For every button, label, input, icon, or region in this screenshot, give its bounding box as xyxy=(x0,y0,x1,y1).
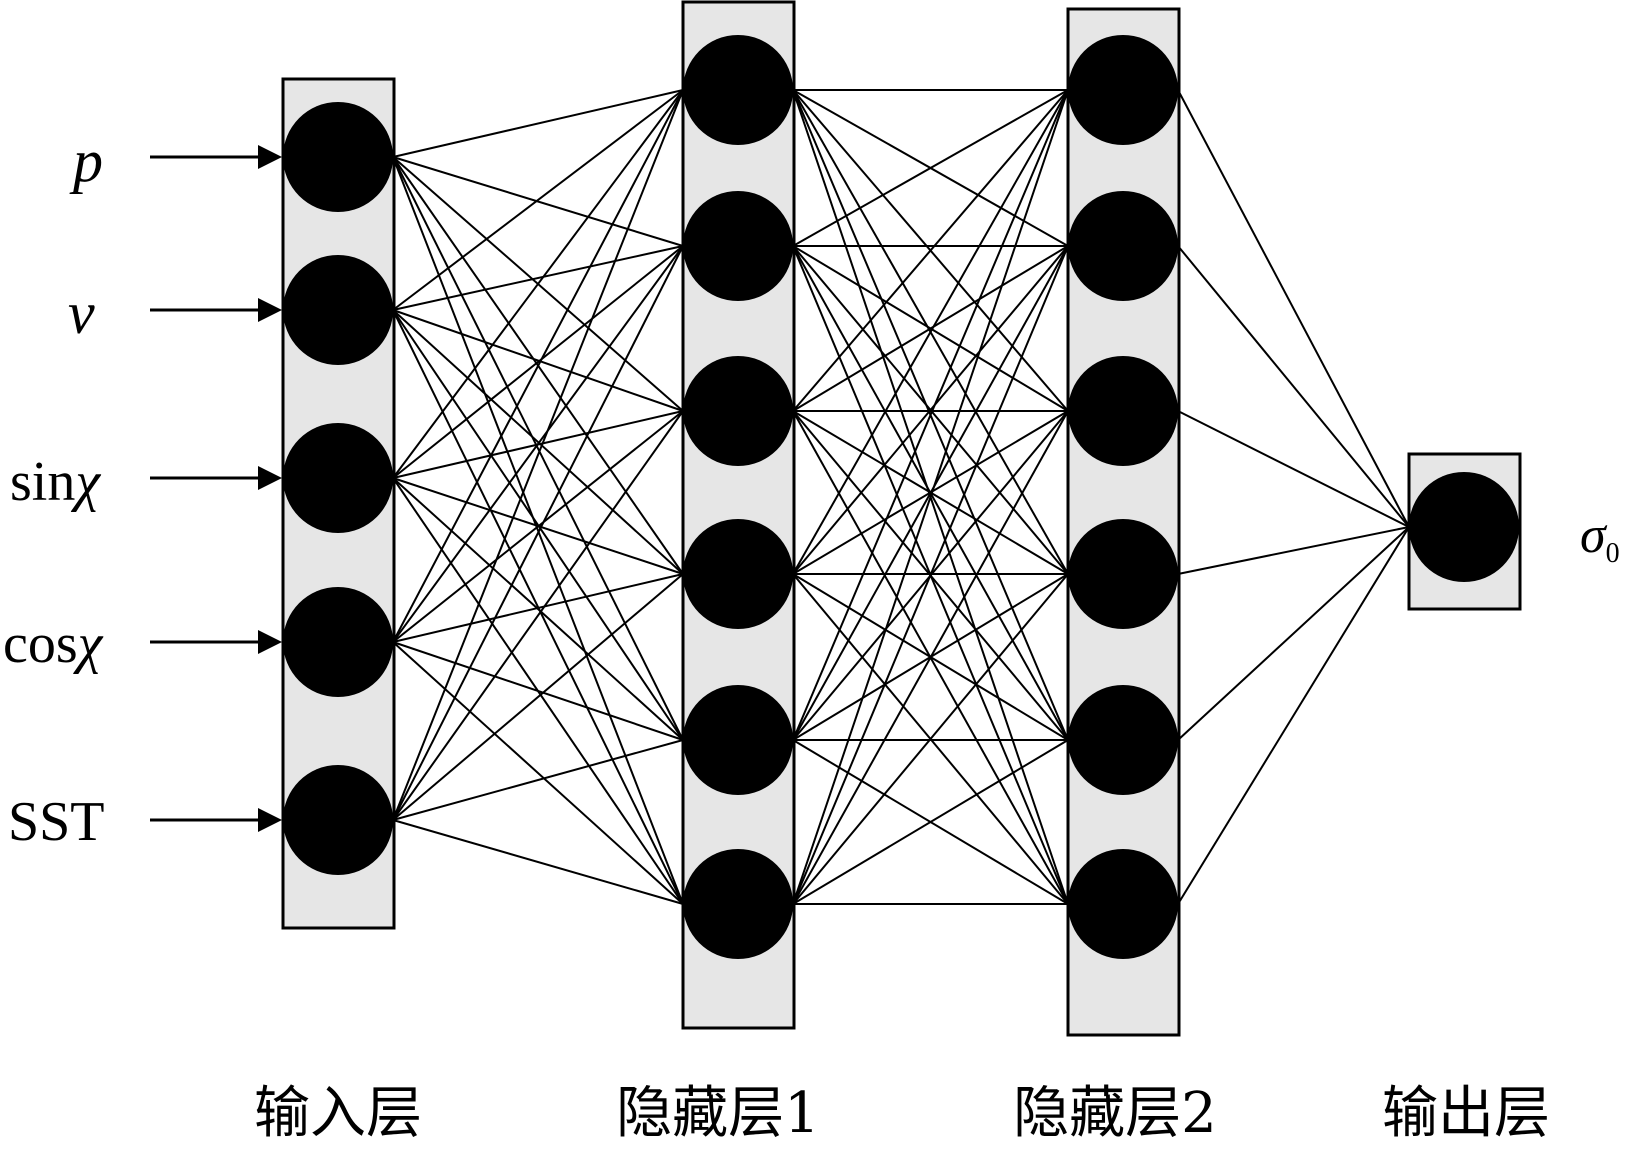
connection-input-1-hidden1-5 xyxy=(392,156,684,741)
connection-input-5-hidden1-1 xyxy=(392,89,684,821)
connection-hidden1-5-hidden2-2 xyxy=(792,245,1069,741)
input-label-p: p xyxy=(69,128,103,194)
output-label: σ0 xyxy=(1580,507,1620,569)
connection-input-1-hidden1-1 xyxy=(392,89,684,158)
input-arrows xyxy=(150,145,282,832)
caption-hidden-layer-1: 隐藏层1 xyxy=(616,1081,820,1146)
input-label-sin: sinχ xyxy=(10,451,101,513)
caption-output-layer: 输出层 xyxy=(1382,1081,1550,1146)
input-arrow-sst xyxy=(150,808,282,832)
input-node-1 xyxy=(283,102,393,212)
connection-input-5-hidden1-6 xyxy=(392,819,684,905)
nodes xyxy=(283,35,1519,959)
connection-hidden2-1-output-1 xyxy=(1177,89,1410,528)
caption-input-layer: 输入层 xyxy=(254,1081,422,1146)
connection-hidden1-6-hidden2-3 xyxy=(792,410,1069,905)
connection-input-3-hidden1-2 xyxy=(392,245,684,479)
connection-hidden1-6-hidden2-5 xyxy=(792,739,1069,905)
input-arrow-sin xyxy=(150,466,282,490)
input-node-3 xyxy=(283,423,393,533)
connection-input-5-hidden1-5 xyxy=(392,739,684,821)
connection-hidden2-4-output-1 xyxy=(1177,526,1410,575)
connection-input-1-hidden1-2 xyxy=(392,156,684,247)
input-label-cos: cosχ xyxy=(3,613,104,675)
connection-hidden1-4-hidden2-1 xyxy=(792,89,1069,575)
connection-hidden1-6-hidden2-2 xyxy=(792,245,1069,905)
connection-input-1-hidden1-6 xyxy=(392,156,684,905)
connection-input-2-hidden1-4 xyxy=(392,309,684,575)
input-label-v: v xyxy=(68,280,95,346)
hidden2-node-3 xyxy=(1068,356,1178,466)
connection-hidden1-2-hidden2-1 xyxy=(792,89,1069,247)
hidden1-node-1 xyxy=(683,35,793,145)
input-node-5 xyxy=(283,765,393,875)
connection-input-5-hidden1-2 xyxy=(392,245,684,821)
input-label-sst: SST xyxy=(8,791,105,853)
input-arrow-p xyxy=(150,145,282,169)
caption-hidden-layer-2: 隐藏层2 xyxy=(1013,1081,1217,1146)
connection-input-5-hidden1-4 xyxy=(392,573,684,821)
connection-input-2-hidden1-3 xyxy=(392,309,684,412)
hidden2-node-5 xyxy=(1068,685,1178,795)
hidden2-node-6 xyxy=(1068,849,1178,959)
connection-hidden1-6-hidden2-1 xyxy=(792,89,1069,905)
connection-hidden1-3-hidden2-2 xyxy=(792,245,1069,412)
hidden1-node-2 xyxy=(683,191,793,301)
input-arrow-cos xyxy=(150,630,282,654)
connection-input-5-hidden1-3 xyxy=(392,410,684,821)
hidden2-node-4 xyxy=(1068,519,1178,629)
hidden2-node-2 xyxy=(1068,191,1178,301)
connection-hidden1-6-hidden2-4 xyxy=(792,573,1069,905)
connection-input-4-hidden1-4 xyxy=(392,573,684,643)
input-node-4 xyxy=(283,587,393,697)
hidden1-node-3 xyxy=(683,356,793,466)
connection-hidden1-4-hidden2-2 xyxy=(792,245,1069,575)
hidden1-node-5 xyxy=(683,685,793,795)
connection-input-3-hidden1-1 xyxy=(392,89,684,479)
input-node-2 xyxy=(283,255,393,365)
connection-input-4-hidden1-1 xyxy=(392,89,684,643)
connection-hidden2-6-output-1 xyxy=(1177,526,1410,905)
output-node-1 xyxy=(1409,472,1519,582)
input-arrow-v xyxy=(150,298,282,322)
connection-hidden2-3-output-1 xyxy=(1177,410,1410,528)
hidden2-node-1 xyxy=(1068,35,1178,145)
connection-input-4-hidden1-3 xyxy=(392,410,684,643)
connection-input-4-hidden1-6 xyxy=(392,641,684,905)
connection-hidden2-5-output-1 xyxy=(1177,526,1410,741)
connection-hidden1-5-hidden2-1 xyxy=(792,89,1069,741)
connection-input-4-hidden1-5 xyxy=(392,641,684,741)
connection-hidden1-3-hidden2-1 xyxy=(792,89,1069,412)
hidden1-node-4 xyxy=(683,519,793,629)
connection-input-4-hidden1-2 xyxy=(392,245,684,643)
connections xyxy=(392,89,1410,905)
connection-hidden2-2-output-1 xyxy=(1177,245,1410,528)
connection-input-2-hidden1-1 xyxy=(392,89,684,311)
hidden1-node-6 xyxy=(683,849,793,959)
connection-input-2-hidden1-2 xyxy=(392,245,684,311)
